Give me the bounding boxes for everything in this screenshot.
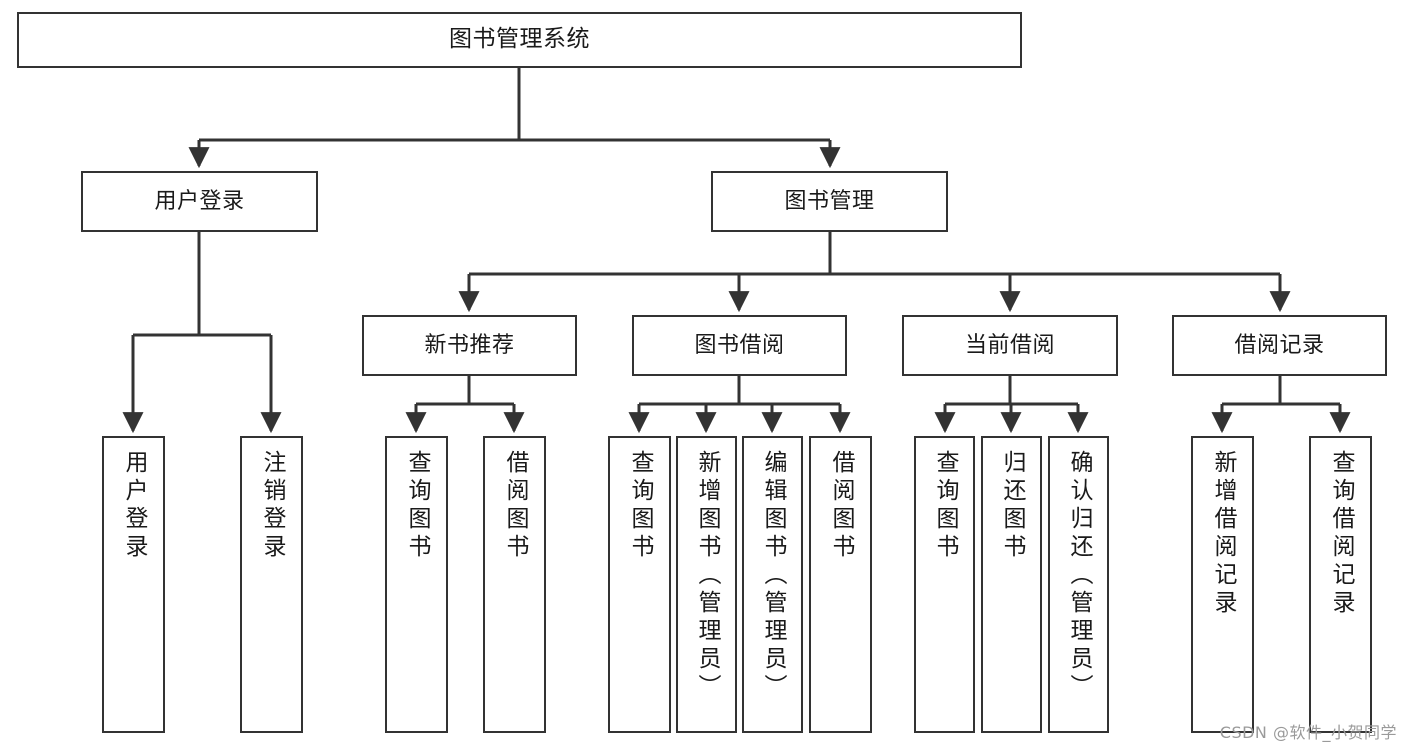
node-label: 归还图书: [999, 450, 1025, 562]
node-leaf-user-login[interactable]: 用户登录: [102, 436, 165, 733]
node-leaf-query-borrow-record[interactable]: 查询借阅记录: [1309, 436, 1372, 733]
node-leaf-borrow-book-recommend[interactable]: 借阅图书: [483, 436, 546, 733]
node-leaf-edit-book-admin[interactable]: 编辑图书（管理员）: [742, 436, 803, 733]
node-leaf-confirm-return-admin[interactable]: 确认归还（管理员）: [1048, 436, 1109, 733]
node-borrow-record[interactable]: 借阅记录: [1172, 315, 1387, 376]
node-leaf-return-book[interactable]: 归还图书: [981, 436, 1042, 733]
node-label: 编辑图书（管理员）: [760, 450, 786, 702]
node-leaf-query-book-current[interactable]: 查询图书: [914, 436, 975, 733]
node-leaf-query-book-recommend[interactable]: 查询图书: [385, 436, 448, 733]
node-book-borrow[interactable]: 图书借阅: [632, 315, 847, 376]
node-label: 确认归还（管理员）: [1066, 450, 1092, 702]
node-book-manage[interactable]: 图书管理: [711, 171, 948, 232]
node-label: 当前借阅: [964, 332, 1055, 358]
node-label: 用户登录: [154, 188, 245, 214]
node-leaf-logout[interactable]: 注销登录: [240, 436, 303, 733]
node-new-book-recommendation[interactable]: 新书推荐: [362, 315, 577, 376]
node-label: 新书推荐: [424, 332, 515, 358]
node-label: 图书管理: [784, 188, 875, 214]
node-label: 注销登录: [259, 450, 285, 562]
node-label: 图书借阅: [694, 332, 785, 358]
node-current-borrow[interactable]: 当前借阅: [902, 315, 1118, 376]
node-label: 查询图书: [627, 450, 653, 562]
node-label: 图书管理系统: [449, 26, 590, 53]
watermark-text: CSDN @软件_小贺同学: [1219, 723, 1397, 742]
node-leaf-borrow-book[interactable]: 借阅图书: [809, 436, 872, 733]
node-label: 查询图书: [932, 450, 958, 562]
node-label: 借阅记录: [1234, 332, 1325, 358]
node-label: 用户登录: [121, 450, 147, 562]
node-label: 查询图书: [404, 450, 430, 562]
node-label: 查询借阅记录: [1328, 450, 1354, 618]
node-leaf-add-book-admin[interactable]: 新增图书（管理员）: [676, 436, 737, 733]
node-leaf-add-borrow-record[interactable]: 新增借阅记录: [1191, 436, 1254, 733]
node-label: 新增借阅记录: [1210, 450, 1236, 618]
node-user-login[interactable]: 用户登录: [81, 171, 318, 232]
node-label: 借阅图书: [828, 450, 854, 562]
node-label: 借阅图书: [502, 450, 528, 562]
node-label: 新增图书（管理员）: [694, 450, 720, 702]
node-leaf-query-book-borrow[interactable]: 查询图书: [608, 436, 671, 733]
node-root-system[interactable]: 图书管理系统: [17, 12, 1022, 68]
